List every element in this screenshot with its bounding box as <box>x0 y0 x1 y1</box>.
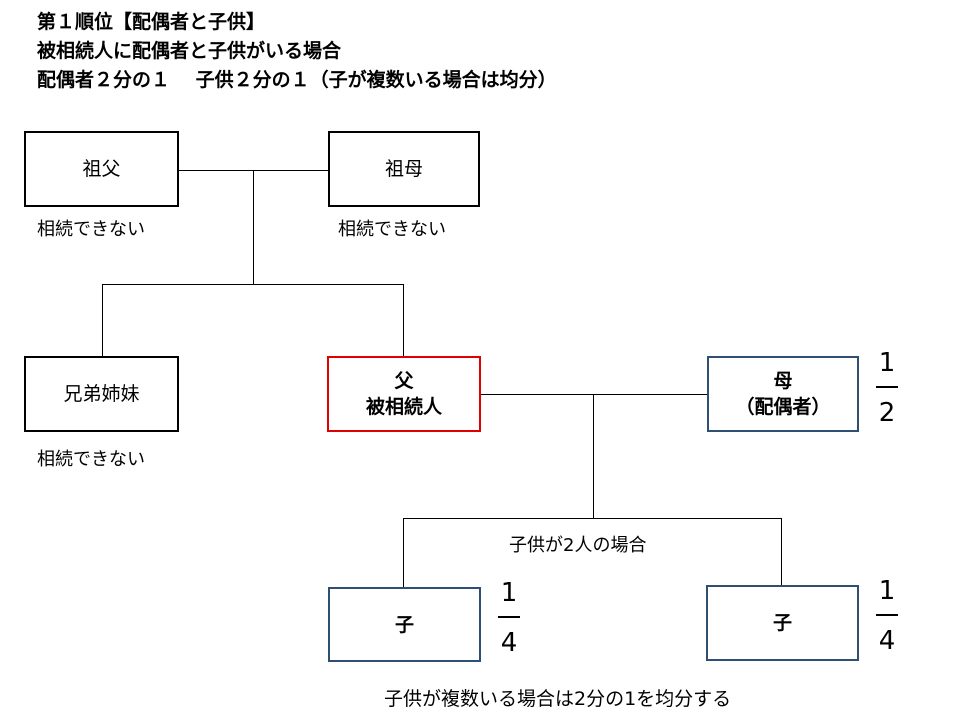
title-line-1: 第１順位【配偶者と子供】 <box>37 11 266 33</box>
father-deceased-box: 父 被相続人 <box>327 356 481 432</box>
grandparents-descent-line <box>253 170 254 285</box>
grandfather-note: 相続できない <box>37 219 145 240</box>
title-line-2: 被相続人に配偶者と子供がいる場合 <box>37 40 342 62</box>
child2-share-denominator: 4 <box>878 626 896 656</box>
grandparents-children-bar <box>102 284 404 285</box>
mother-label: 母 <box>773 370 793 392</box>
siblings-drop-line <box>102 284 103 357</box>
child2-share-numerator: 1 <box>878 576 896 606</box>
parents-marriage-line <box>481 394 708 395</box>
footer-note: 子供が複数いる場合は2分の1を均分する <box>384 688 732 710</box>
parents-descent-line <box>593 394 594 519</box>
mother-spouse-box: 母 （配偶者） <box>707 356 859 432</box>
grandmother-note: 相続できない <box>338 219 446 240</box>
children-bar <box>403 518 782 519</box>
child1-share-fraction: 1 4 <box>489 578 529 658</box>
title-line-3: 配偶者２分の１ 子供２分の１（子が複数いる場合は均分） <box>37 69 557 91</box>
grandmother-label: 祖母 <box>384 158 423 180</box>
father-label: 父 <box>394 370 414 392</box>
child2-label: 子 <box>772 612 792 634</box>
child2-drop-line <box>781 518 782 588</box>
grandmother-box: 祖母 <box>328 131 480 207</box>
mother-share-denominator: 2 <box>878 398 896 428</box>
siblings-label: 兄弟姉妹 <box>63 383 140 405</box>
decedent-label: 被相続人 <box>365 396 442 418</box>
fraction-bar <box>876 614 898 616</box>
siblings-box: 兄弟姉妹 <box>24 356 179 432</box>
child2-box: 子 <box>706 585 859 661</box>
child1-label: 子 <box>394 613 414 636</box>
fraction-bar <box>498 616 520 618</box>
two-children-label: 子供が2人の場合 <box>509 535 647 556</box>
father-drop-line <box>403 284 404 357</box>
spouse-label: （配偶者） <box>735 396 831 418</box>
child2-share-fraction: 1 4 <box>867 576 907 656</box>
grandfather-box: 祖父 <box>24 131 179 207</box>
grandfather-label: 祖父 <box>82 158 121 180</box>
child1-share-denominator: 4 <box>500 628 518 658</box>
child1-box: 子 <box>328 587 481 662</box>
child1-share-numerator: 1 <box>500 578 518 608</box>
child1-drop-line <box>403 518 404 588</box>
mother-share-numerator: 1 <box>878 348 896 378</box>
siblings-note: 相続できない <box>37 449 145 470</box>
fraction-bar <box>876 386 898 388</box>
mother-share-fraction: 1 2 <box>867 348 907 428</box>
